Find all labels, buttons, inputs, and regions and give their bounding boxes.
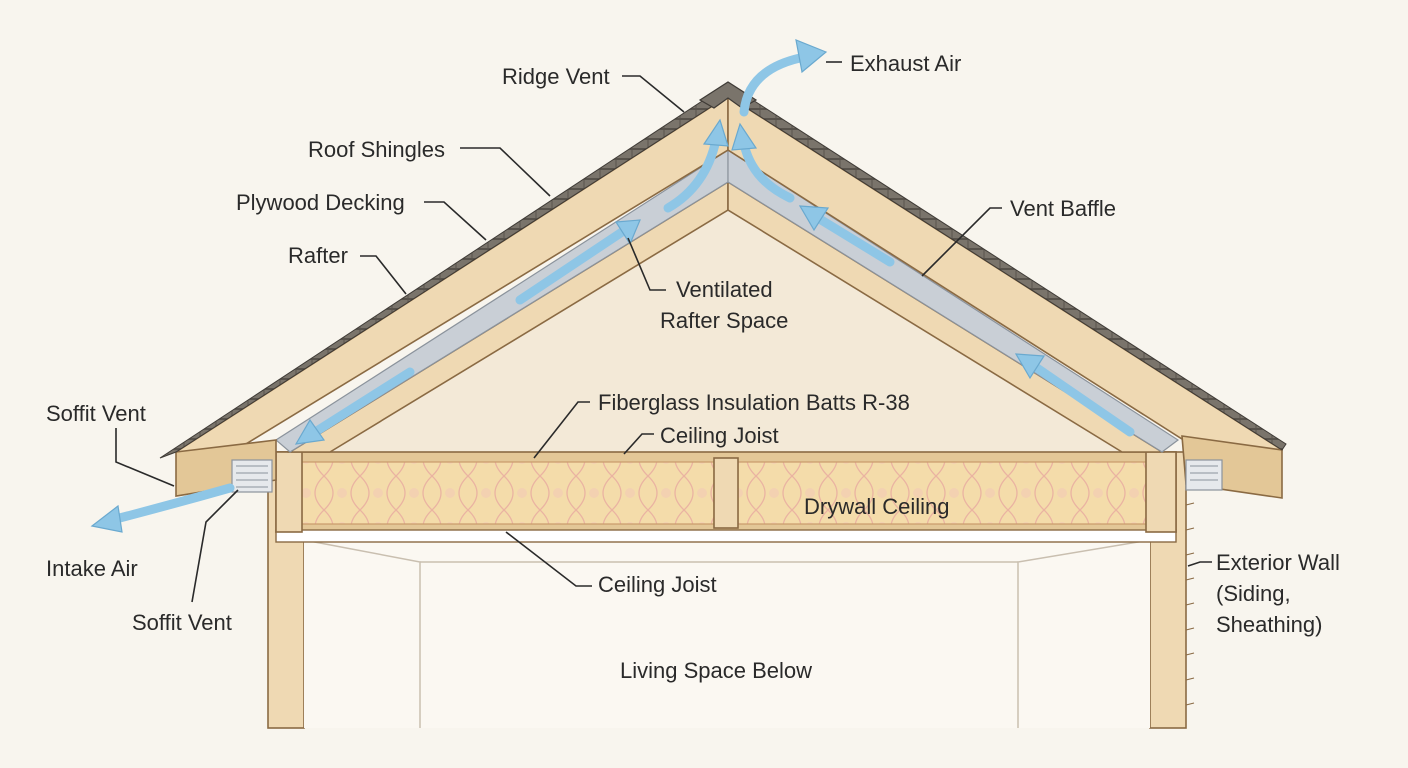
exhaust-air-arrow-head xyxy=(795,39,828,74)
intake-air-arrow xyxy=(107,483,235,525)
leader-roof-shingles xyxy=(460,147,551,197)
label-intake-air: Intake Air xyxy=(46,556,138,581)
soffit-vent-right-grille xyxy=(1185,459,1223,491)
airflow-left-upper xyxy=(663,135,721,213)
leader-rafter xyxy=(360,255,407,295)
label-rafter: Rafter xyxy=(288,243,348,268)
leader-ventilated-rafter-space xyxy=(627,237,666,291)
leader-vent-baffle xyxy=(921,207,1002,277)
leader-ceiling-joist-bottom xyxy=(505,531,592,587)
label-ceiling-joist-bottom: Ceiling Joist xyxy=(598,572,717,597)
airflow-right-mid xyxy=(813,213,895,267)
airflow-left-mid xyxy=(515,227,627,305)
label-exterior-wall-line2: (Siding, xyxy=(1216,581,1291,606)
airflow-right-mid-head xyxy=(798,205,830,232)
leader-ridge-vent xyxy=(622,75,685,113)
joist-divider xyxy=(713,457,739,529)
attic-space xyxy=(330,210,1122,452)
label-roof-shingles: Roof Shingles xyxy=(308,137,445,162)
leader-exterior-wall xyxy=(1187,561,1212,567)
airflow-left-upper-head xyxy=(702,118,729,147)
label-soffit-vent-bottom: Soffit Vent xyxy=(132,610,232,635)
airflow-right-lower-head xyxy=(1014,353,1046,380)
top-plate-left xyxy=(275,451,303,533)
airflow-right-upper-head xyxy=(731,122,758,151)
label-ridge-vent: Ridge Vent xyxy=(502,64,610,89)
label-exhaust-air: Exhaust Air xyxy=(850,51,961,76)
leader-soffit-vent-bottom xyxy=(191,489,239,603)
leader-soffit-vent-top xyxy=(115,428,175,487)
label-ventilated-line2: Rafter Space xyxy=(660,308,788,333)
living-space-room xyxy=(304,540,1150,728)
label-soffit-vent-top: Soffit Vent xyxy=(46,401,146,426)
label-exterior-wall-line3: Sheathing) xyxy=(1216,612,1322,637)
leader-plywood-decking xyxy=(424,201,487,241)
label-living-space: Living Space Below xyxy=(620,658,812,683)
label-drywall-ceiling: Drywall Ceiling xyxy=(804,494,949,519)
label-plywood-decking: Plywood Decking xyxy=(236,190,405,215)
insulation-batt-left xyxy=(301,461,715,525)
leader-lines xyxy=(115,61,1212,603)
airflow-right-upper xyxy=(739,139,795,203)
airflow-left-lower-head xyxy=(294,418,326,445)
top-plate-right xyxy=(1145,451,1177,533)
airflow-arrows xyxy=(90,39,1135,533)
label-exterior-wall-line1: Exterior Wall xyxy=(1216,550,1340,575)
label-ventilated-line1: Ventilated xyxy=(676,277,773,302)
leader-ceiling-joist-top xyxy=(623,433,654,455)
vent-baffle-right xyxy=(727,148,1180,453)
drywall-strip xyxy=(275,529,1177,543)
label-fiberglass-insulation: Fiberglass Insulation Batts R-38 xyxy=(598,390,910,415)
soffit-vent-left-slats xyxy=(236,465,268,488)
soffit-vent-right-slats xyxy=(1190,465,1218,481)
label-vent-baffle: Vent Baffle xyxy=(1010,196,1116,221)
exhaust-air-arrow xyxy=(739,53,805,117)
airflow-left-lower xyxy=(307,367,415,439)
airflow-right-lower xyxy=(1029,361,1135,437)
leader-fiberglass xyxy=(533,401,590,459)
labels: Ridge Vent Exhaust Air Roof Shingles Ply… xyxy=(46,51,1340,683)
label-ceiling-joist-top: Ceiling Joist xyxy=(660,423,779,448)
intake-air-arrow-head xyxy=(90,504,123,533)
airflow-left-mid-head xyxy=(614,219,641,246)
